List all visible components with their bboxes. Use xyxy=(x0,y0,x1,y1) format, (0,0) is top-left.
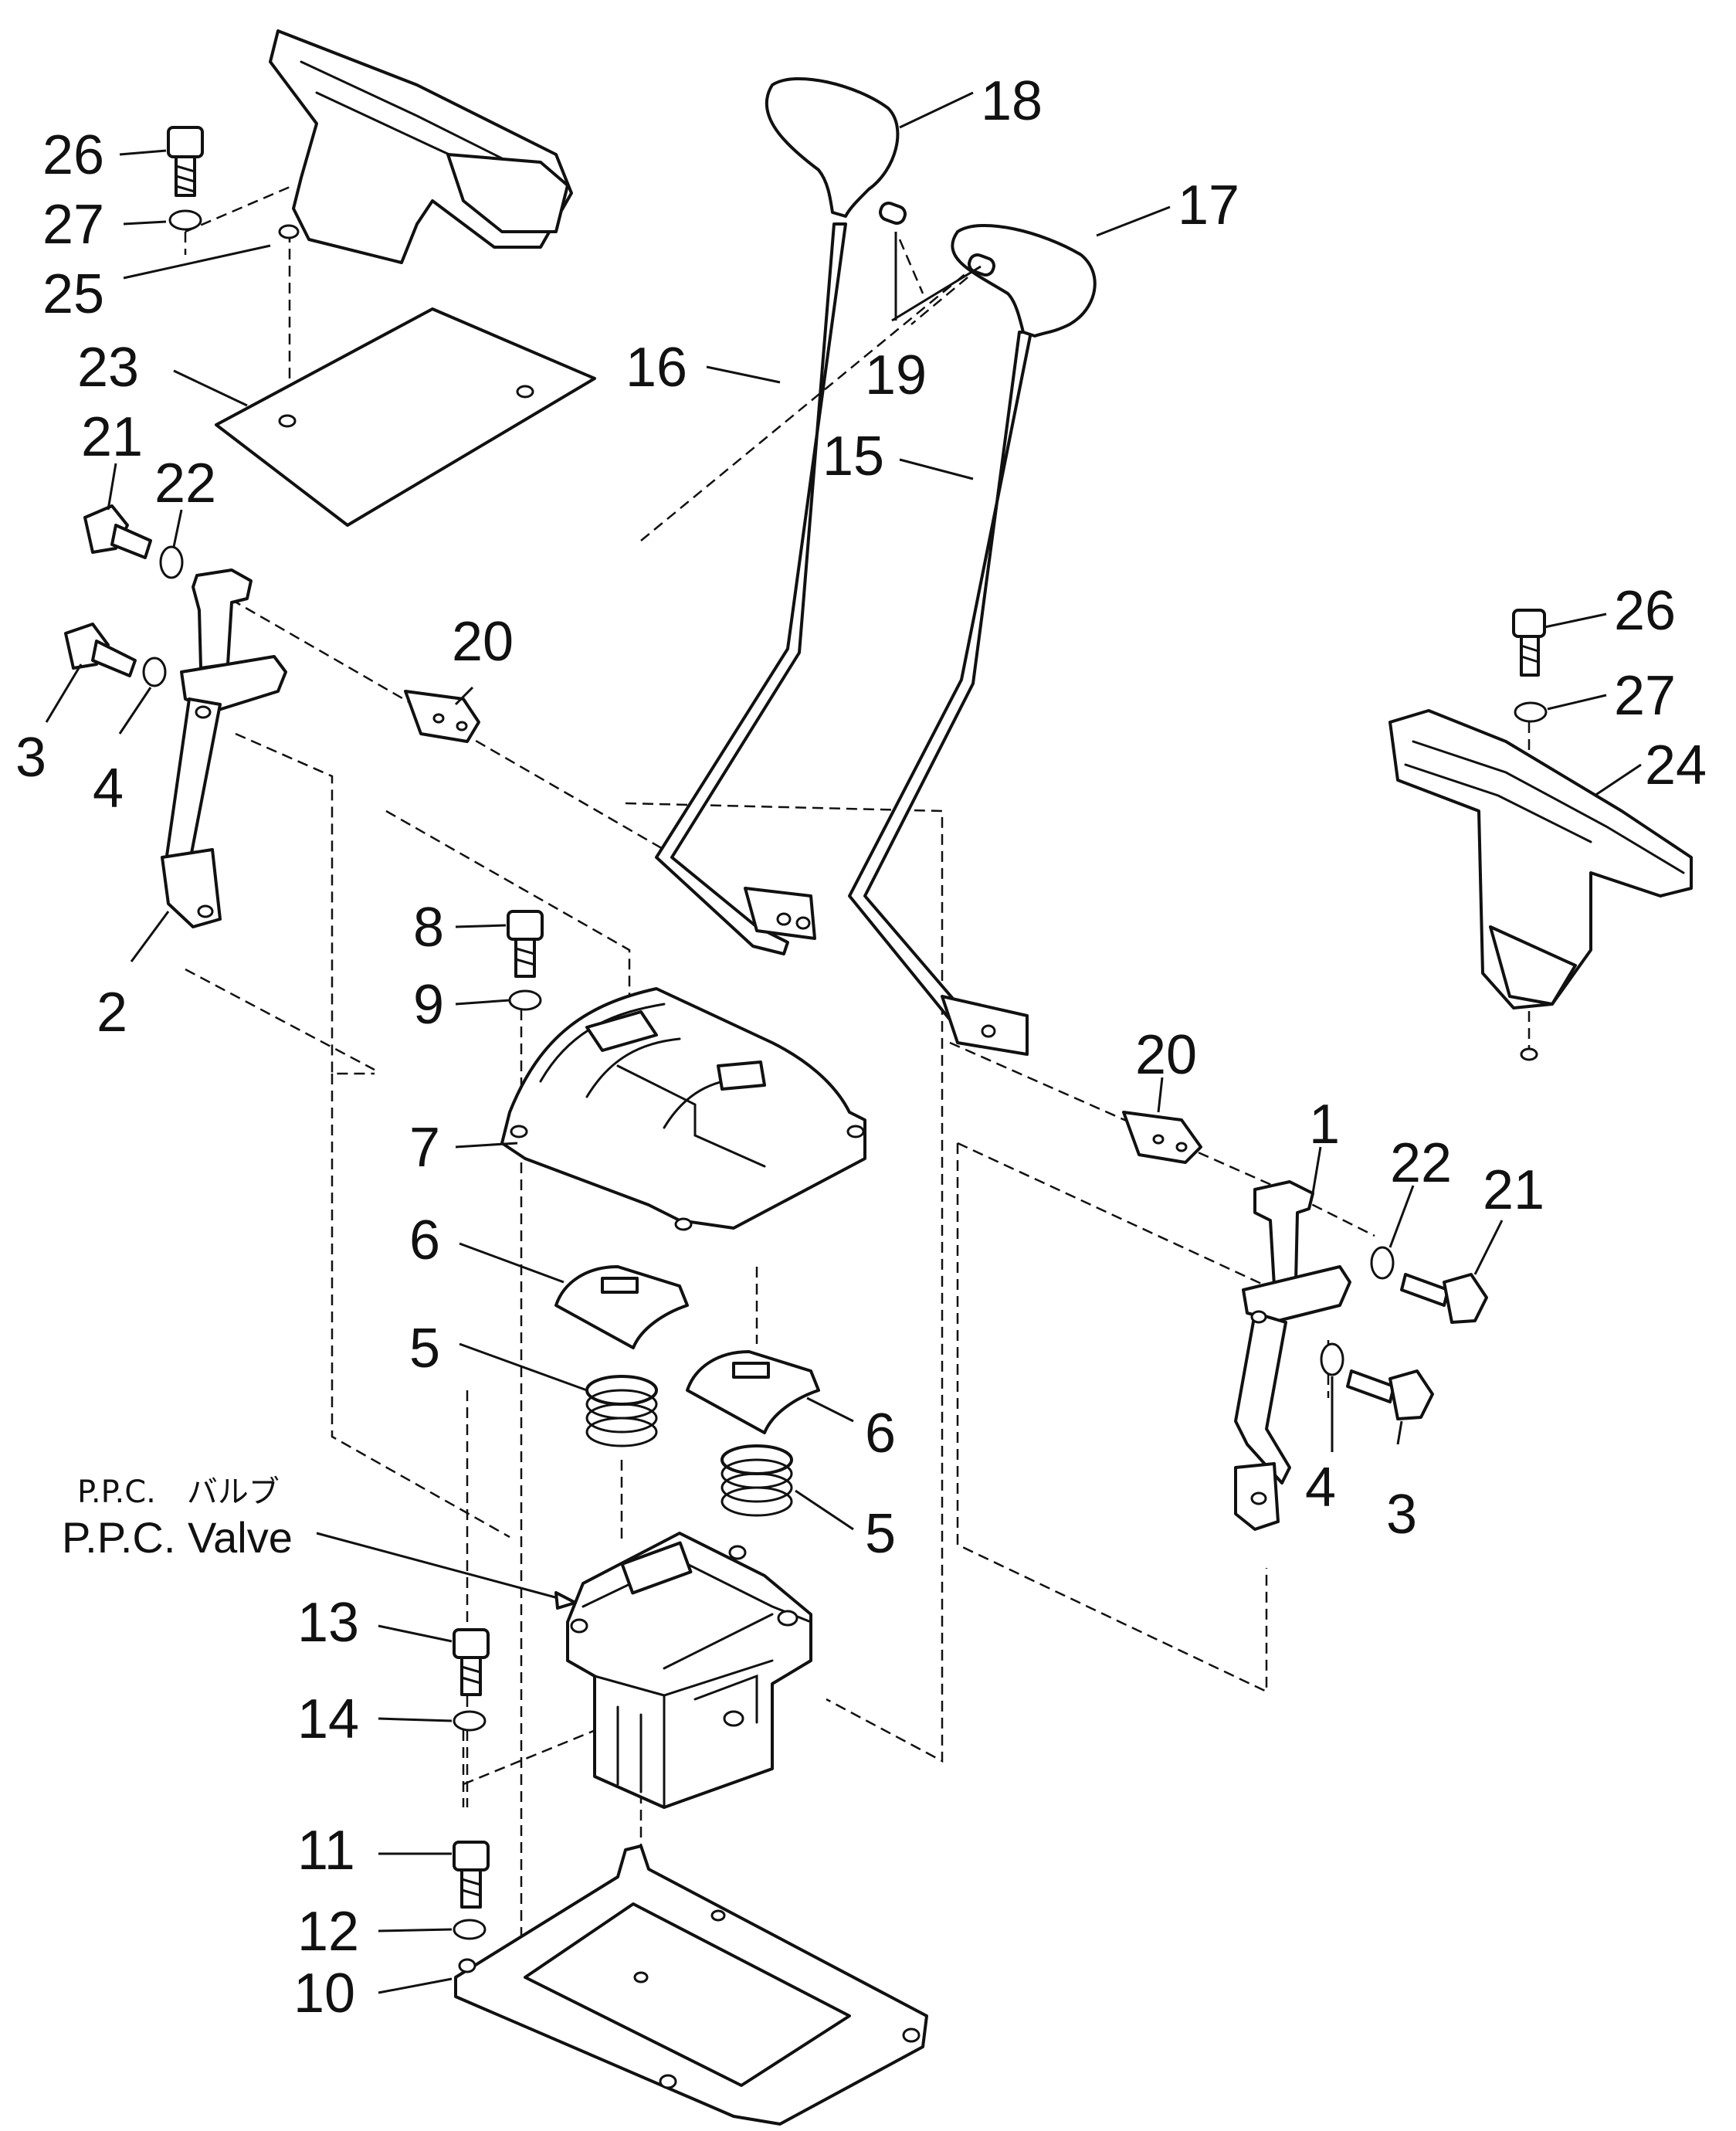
callout-26-left: 26 xyxy=(42,124,104,186)
spring-5-right xyxy=(721,1444,793,1517)
bolt-11 xyxy=(453,1841,490,1909)
spring-5-left xyxy=(585,1375,658,1447)
callout-17: 17 xyxy=(1178,175,1239,236)
callout-27-left: 27 xyxy=(42,194,104,256)
washer-22-right xyxy=(1370,1246,1395,1280)
callout-9: 9 xyxy=(413,974,444,1036)
callout-11: 11 xyxy=(297,1820,355,1882)
lever-15 xyxy=(848,331,1032,1056)
leader-lines xyxy=(45,91,1642,1994)
armrest-24 xyxy=(1388,709,1693,1061)
pad-6-right xyxy=(686,1350,820,1434)
callout-24: 24 xyxy=(1645,735,1707,796)
callout-6-left: 6 xyxy=(409,1210,440,1271)
bracket-20-left xyxy=(404,690,480,743)
callout-3-left: 3 xyxy=(15,727,46,789)
callout-10: 10 xyxy=(293,1963,355,2024)
callout-15: 15 xyxy=(822,426,884,487)
callout-12: 12 xyxy=(297,1901,359,1963)
cover-7 xyxy=(500,987,866,1231)
lever-16 xyxy=(655,222,847,955)
callout-20-left: 20 xyxy=(452,611,514,673)
washer-12 xyxy=(453,1919,487,1940)
callout-21-right: 21 xyxy=(1483,1159,1544,1221)
bolt-21-right xyxy=(1400,1273,1488,1324)
callout-3-right: 3 xyxy=(1386,1484,1417,1546)
bolt-8 xyxy=(507,910,544,978)
bolt-26-right xyxy=(1512,609,1546,677)
callout-22-right: 22 xyxy=(1390,1132,1452,1194)
callout-13: 13 xyxy=(297,1592,359,1654)
knob-17 xyxy=(951,223,1097,338)
bolt-3-right xyxy=(1346,1369,1434,1420)
callout-19: 19 xyxy=(865,344,927,406)
callout-5-right: 5 xyxy=(865,1503,896,1565)
ppc-valve xyxy=(566,1532,812,1809)
callout-23: 23 xyxy=(77,337,139,399)
callout-8: 8 xyxy=(413,897,444,959)
bolt-3-left xyxy=(64,623,137,677)
ppc-valve-caption-en: P.P.C. Valve xyxy=(62,1513,293,1562)
ppc-valve-caption-jp: P.P.C. バルブ xyxy=(77,1474,280,1510)
callout-6-right: 6 xyxy=(865,1403,896,1464)
callout-4-left: 4 xyxy=(93,758,124,819)
washer-22-left xyxy=(159,545,184,579)
bolt-26-left xyxy=(167,126,204,197)
plate-23 xyxy=(215,307,596,527)
lever-bracket-1 xyxy=(1234,1180,1351,1531)
washer-27-right xyxy=(1514,701,1548,723)
callout-7: 7 xyxy=(409,1117,440,1179)
callout-21-left: 21 xyxy=(81,406,143,468)
callout-14: 14 xyxy=(297,1688,359,1750)
bolt-21-left xyxy=(83,504,152,559)
callout-25: 25 xyxy=(42,263,104,325)
knob-18 xyxy=(765,77,900,218)
armrest-25 xyxy=(269,29,573,264)
callout-16: 16 xyxy=(626,337,687,399)
callout-1: 1 xyxy=(1309,1094,1340,1155)
washer-4-left xyxy=(142,657,167,687)
callout-4-right: 4 xyxy=(1305,1457,1336,1519)
callout-22-left: 22 xyxy=(154,453,216,514)
callout-18: 18 xyxy=(981,70,1043,132)
callout-26-right: 26 xyxy=(1614,580,1676,642)
base-frame-10 xyxy=(454,1844,928,2126)
bracket-20-right xyxy=(1122,1111,1202,1164)
washer-27-left xyxy=(168,209,202,231)
bolt-13 xyxy=(453,1628,490,1696)
callout-5-left: 5 xyxy=(409,1318,440,1379)
callout-27-right: 27 xyxy=(1614,665,1676,727)
callout-2: 2 xyxy=(97,982,127,1043)
pin-19-a xyxy=(879,202,907,225)
washer-9 xyxy=(508,989,542,1011)
washer-4-right xyxy=(1320,1342,1344,1376)
lever-bracket-2 xyxy=(161,568,287,928)
washer-14 xyxy=(453,1710,487,1732)
callouts: 26 27 25 23 21 22 3 4 2 20 16 18 17 19 1… xyxy=(15,70,1707,2024)
callout-20-right: 20 xyxy=(1135,1024,1197,1086)
pad-6-left xyxy=(554,1265,689,1349)
